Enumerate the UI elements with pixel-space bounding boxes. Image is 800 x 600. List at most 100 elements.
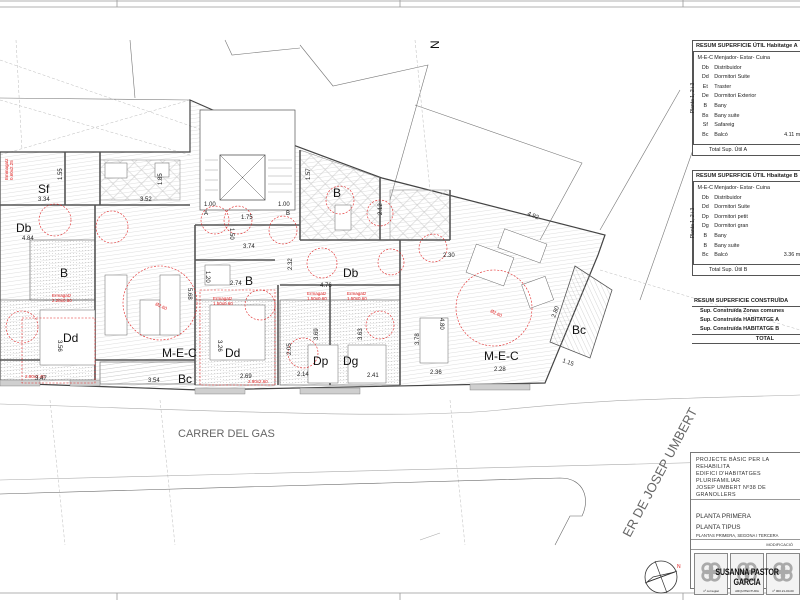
wardrobe-size: 1.50x0.60 [307,296,327,301]
college-logo-icon [701,562,721,582]
room-dim: 1.57 [306,168,312,180]
summary-table-habitatge-a: RESUM SUPERFICIE ÚTIL Habitatge A Planta… [690,40,800,156]
svg-text:2.30: 2.30 [443,253,455,259]
svg-text:1.15: 1.15 [561,358,575,368]
room-code: Dg [343,354,358,368]
svg-text:1.20: 1.20 [204,271,210,283]
svg-text:3.47: 3.47 [35,376,47,382]
svg-text:2.28: 2.28 [494,367,506,373]
street-label-carrer-del-gas: CARRER DEL GAS [178,428,275,440]
wardrobe-label: Ermagatz [213,296,233,301]
svg-text:2.36: 2.36 [430,370,442,376]
room-dim: 3.63 [358,328,364,340]
room-dim: 4.76 [320,283,332,289]
svg-text:2.05: 2.05 [287,343,293,355]
table-row: Sup. Construïda Zonas comunes [700,308,785,314]
title-block: PROJECTE BÀSIC PER LA REHABILITA EDIFICI… [690,452,800,595]
table-total: TOTAL [692,334,800,344]
svg-text:1.85: 1.85 [158,173,164,185]
room-dim: 3.56 [56,340,62,352]
room-dim: 3.54 [148,378,160,384]
room-dim: 2.80 [551,305,561,319]
table-title: RESUM SUPERFICIE ÚTIL Hbaitatge B [693,171,800,182]
room-dim: 3.34 [38,197,50,203]
svg-text:1.00: 1.00 [204,202,216,208]
wardrobe-size: 0.60x2.25 [9,160,14,180]
college-logo-icon [737,562,757,582]
architect-name: SUSANNA PASTOR GARCIA [715,567,779,587]
room-code: B [60,266,68,280]
svg-text:1.75: 1.75 [241,215,253,221]
svg-text:N: N [677,564,681,570]
table-row: Sup. Construïda HABITATGE B [700,326,780,332]
room-dim: 5.68 [186,288,192,300]
svg-text:3.78: 3.78 [415,333,421,345]
room-dim: 2.74 [230,281,242,287]
svg-text:2.32: 2.32 [288,258,294,270]
table-total: Total Sup. Útil A [709,147,748,153]
room-dim: 4.84 [22,236,34,242]
room-dim: 4.80 [438,318,444,330]
furniture [39,162,554,384]
room-code: Dd [225,346,240,360]
north-mark: N [428,40,442,49]
project-description: PROJECTE BÀSIC PER LA REHABILITA EDIFICI… [691,453,800,500]
table-row: Sup. Construïda HABITATGE A [700,317,779,323]
table-title: RESUM SUPERFICIE CONSTRUÏDA [692,296,800,307]
plan-title: PLANTA PRIMERA [696,513,751,520]
room-code: Db [343,266,359,280]
svg-text:2.69: 2.69 [240,374,252,380]
room-code: M-E-C [162,346,197,360]
plan-subtitle: PLANTAS PRIMERA, SEGONA I TERCERA [691,532,800,540]
street-label-josep-umbert: ER DE JOSEP UMBERT [619,405,700,539]
svg-text:3.52: 3.52 [140,197,152,203]
room-labels: Sf 3.34 Db 4.84 B Dd 3.56 M-E-C 5.68 Bc … [16,168,586,386]
side-label: Planta 1, 2 i 3 [690,82,697,114]
bed-clearance-label: 2.90x2.40 [25,374,45,379]
table-title: RESUM SUPERFICIE ÚTIL Habitatge A [693,41,800,52]
wardrobe-label: Ermagatz [307,291,327,296]
wardrobe-size: 1.50x0.60 [347,296,367,301]
circle-label: Ø2.60 [490,308,504,318]
wardrobe-label: Ermagatz [347,291,367,296]
context-lines [0,39,701,301]
room-code: Dp [313,354,329,368]
svg-text:3.74: 3.74 [243,244,255,250]
svg-text:2.14: 2.14 [297,372,309,378]
room-code: Bc [178,372,192,386]
room-code: Dd [63,331,78,345]
table-total: Total Sup. Útil B [709,267,748,273]
bed-clearance-label: 2.90x2.60 [248,379,268,384]
svg-text:4.92: 4.92 [526,211,540,221]
svg-text:2.41: 2.41 [367,373,379,379]
modification-label: MODIFICACIÓ [691,540,800,550]
room-code: M-E-C [484,349,519,363]
architect-stamp: nº col·legiat ARQUITECTURA nº 000.21-00-… [691,550,800,598]
college-logo-icon [773,562,793,582]
wardrobe-label: Ermagatz [52,293,72,298]
turning-circles [5,185,533,386]
room-code: Bc [572,323,586,337]
side-label: Planta 1, 2 i 3 [690,207,697,239]
svg-text:1.55: 1.55 [58,168,64,180]
svg-text:1.50: 1.50 [228,228,234,240]
room-dim: 3.26 [216,340,222,352]
dimension-labels: 3.52 1.55 1.85 1.00 1.00 A B 1.75 1.50 3… [35,168,575,382]
context-dashed-lines [0,39,800,546]
room-code: B [333,186,341,200]
street-edges [0,394,800,546]
svg-text:A: A [204,211,208,217]
